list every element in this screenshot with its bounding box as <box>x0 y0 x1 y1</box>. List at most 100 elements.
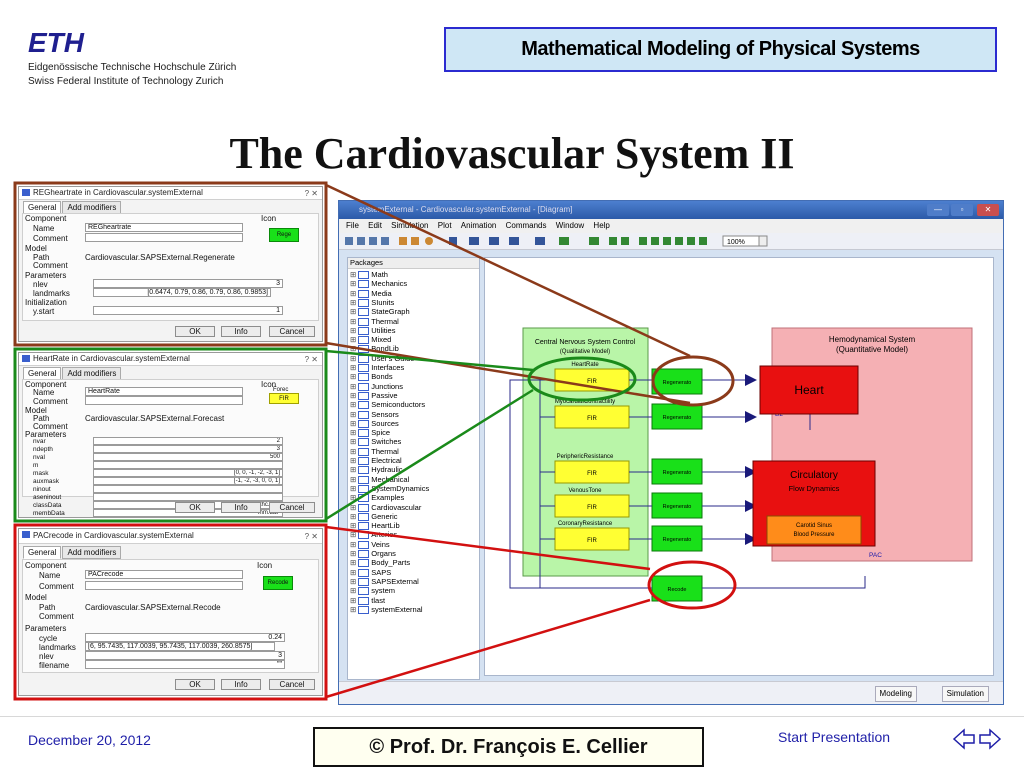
package-item[interactable]: ⊞systemExternal <box>350 605 423 614</box>
package-item[interactable]: ⊞Veins <box>350 540 390 549</box>
expand-icon[interactable]: ⊞ <box>350 428 357 438</box>
package-item[interactable]: ⊞BondLib <box>350 344 399 354</box>
expand-icon[interactable]: ⊞ <box>350 465 357 475</box>
package-item[interactable]: ⊞Electrical <box>350 456 402 466</box>
expand-icon[interactable]: ⊞ <box>350 521 357 531</box>
close-button[interactable]: ✕ <box>977 204 999 216</box>
param-field[interactable]: [6, 95.7435, 117.0039, 95.7435, 117.0039… <box>85 642 275 651</box>
package-item[interactable]: ⊞Examples <box>350 493 404 503</box>
expand-icon[interactable]: ⊞ <box>350 400 357 410</box>
info-button[interactable]: Info <box>221 502 261 513</box>
package-item[interactable]: ⊞Sensors <box>350 410 399 419</box>
param-field[interactable]: "ths.dat" <box>93 517 283 518</box>
minimize-button[interactable]: — <box>927 204 949 216</box>
package-item[interactable]: ⊞Thermal <box>350 447 399 456</box>
package-item[interactable]: ⊞Switches <box>350 437 401 447</box>
expand-icon[interactable]: ⊞ <box>350 567 357 577</box>
expand-icon[interactable]: ⊞ <box>350 409 357 419</box>
expand-icon[interactable]: ⊞ <box>350 297 357 307</box>
expand-icon[interactable]: ⊞ <box>350 530 357 540</box>
param-field[interactable]: 500 <box>93 453 283 461</box>
modeling-tab[interactable]: Modeling <box>874 686 917 702</box>
package-item[interactable]: ⊞Organs <box>350 549 396 559</box>
package-item[interactable]: ⊞Interfaces <box>350 363 404 373</box>
param-field[interactable]: "" <box>85 660 285 669</box>
nav-arrows-icon[interactable] <box>952 727 1002 751</box>
expand-icon[interactable]: ⊞ <box>350 474 357 484</box>
expand-icon[interactable]: ⊞ <box>350 279 357 289</box>
menu-simulation[interactable]: Simulation <box>391 221 429 230</box>
comment-field[interactable] <box>85 581 243 590</box>
expand-icon[interactable]: ⊞ <box>350 325 357 335</box>
expand-icon[interactable]: ⊞ <box>350 270 357 279</box>
package-item[interactable]: ⊞tlast <box>350 596 385 605</box>
help-close-icon[interactable]: ? ✕ <box>304 355 318 364</box>
expand-icon[interactable]: ⊞ <box>350 493 357 503</box>
ok-button[interactable]: OK <box>175 679 215 690</box>
expand-icon[interactable]: ⊞ <box>350 446 357 456</box>
param-field[interactable]: [-1, -2, -3, 0, 0, 1] <box>93 477 283 485</box>
help-close-icon[interactable]: ? ✕ <box>304 532 318 541</box>
expand-icon[interactable]: ⊞ <box>350 558 357 568</box>
info-button[interactable]: Info <box>221 326 261 337</box>
comment-field[interactable] <box>85 396 243 405</box>
package-item[interactable]: ⊞SAPSExternal <box>350 577 419 586</box>
param-field[interactable]: 3 <box>85 651 285 660</box>
param-field[interactable]: 3 <box>93 445 283 453</box>
package-item[interactable]: ⊞HeartLib <box>350 521 400 531</box>
package-item[interactable]: ⊞Math <box>350 270 388 280</box>
info-button[interactable]: Info <box>221 679 261 690</box>
package-item[interactable]: ⊞Semiconductors <box>350 400 425 410</box>
menu-help[interactable]: Help <box>593 221 610 230</box>
expand-icon[interactable]: ⊞ <box>350 502 357 512</box>
param-field[interactable]: 2 <box>93 437 283 445</box>
expand-icon[interactable]: ⊞ <box>350 335 357 345</box>
menu-file[interactable]: File <box>346 221 359 230</box>
expand-icon[interactable]: ⊞ <box>350 576 357 586</box>
name-field[interactable]: PACrecode <box>85 570 243 579</box>
start-presentation-link[interactable]: Start Presentation <box>778 729 891 745</box>
package-item[interactable]: ⊞Mixed <box>350 335 391 345</box>
expand-icon[interactable]: ⊞ <box>350 437 357 447</box>
expand-icon[interactable]: ⊞ <box>350 372 357 382</box>
package-item[interactable]: ⊞Hydraulic <box>350 465 403 475</box>
package-item[interactable]: ⊞SIunits <box>350 298 394 307</box>
package-item[interactable]: ⊞Passive <box>350 391 398 400</box>
package-item[interactable]: ⊞Mechanics <box>350 279 407 289</box>
comment-field[interactable] <box>85 233 243 242</box>
package-item[interactable]: ⊞SystemDynamics <box>350 484 429 493</box>
package-item[interactable]: ⊞Arteries <box>350 530 397 540</box>
expand-icon[interactable]: ⊞ <box>350 483 357 493</box>
expand-icon[interactable]: ⊞ <box>350 456 357 465</box>
package-item[interactable]: ⊞system <box>350 586 395 596</box>
menu-animation[interactable]: Animation <box>460 221 497 230</box>
param-field[interactable]: 1 <box>93 306 283 315</box>
package-item[interactable]: ⊞SAPS <box>350 568 391 577</box>
expand-icon[interactable]: ⊞ <box>350 288 357 298</box>
cancel-button[interactable]: Cancel <box>269 679 315 690</box>
tab-add-modifiers[interactable]: Add modifiers <box>62 546 122 559</box>
name-field[interactable]: REGheartrate <box>85 223 243 232</box>
package-item[interactable]: ⊞Spice <box>350 428 390 438</box>
expand-icon[interactable]: ⊞ <box>350 604 357 614</box>
package-item[interactable]: ⊞User's Guide <box>350 354 414 363</box>
ok-button[interactable]: OK <box>175 502 215 513</box>
menu-window[interactable]: Window <box>555 221 585 230</box>
menu-commands[interactable]: Commands <box>505 221 547 230</box>
expand-icon[interactable]: ⊞ <box>350 353 357 363</box>
expand-icon[interactable]: ⊞ <box>350 316 357 326</box>
simulation-tab[interactable]: Simulation <box>941 686 989 702</box>
expand-icon[interactable]: ⊞ <box>350 344 357 354</box>
param-field[interactable]: 0.24 <box>85 633 285 642</box>
expand-icon[interactable]: ⊞ <box>350 595 357 605</box>
menu-plot[interactable]: Plot <box>437 221 452 230</box>
cancel-button[interactable]: Cancel <box>269 326 315 337</box>
expand-icon[interactable]: ⊞ <box>350 381 357 391</box>
param-field[interactable]: [0, 0, -1, -2, -3, 1] <box>93 469 283 477</box>
param-field[interactable] <box>93 485 283 493</box>
tab-general[interactable]: General <box>23 546 62 559</box>
package-item[interactable]: ⊞Media <box>350 289 392 298</box>
param-field[interactable] <box>93 461 283 469</box>
param-field[interactable] <box>93 493 283 501</box>
ok-button[interactable]: OK <box>175 326 215 337</box>
